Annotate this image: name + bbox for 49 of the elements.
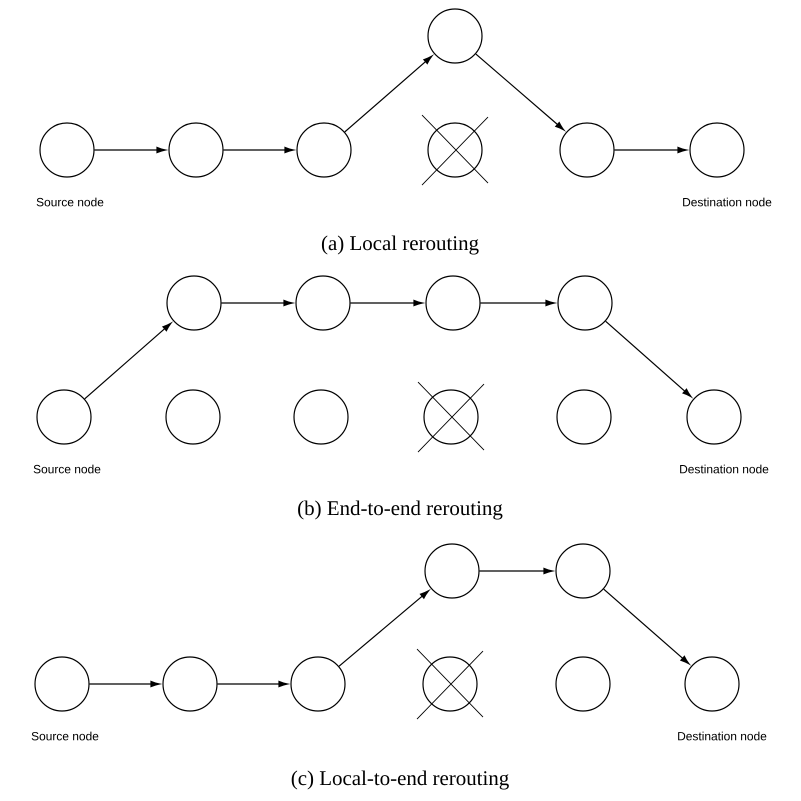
node-caption: Source node	[32, 732, 98, 740]
node-circle	[166, 275, 222, 331]
arrow	[218, 680, 288, 688]
arrow	[338, 590, 430, 667]
node-circle	[559, 122, 615, 178]
node-circle	[296, 122, 352, 178]
node-circle	[557, 275, 613, 331]
arrow	[476, 54, 564, 130]
arrow	[480, 300, 555, 306]
figure-caption: (c) Local-to-end rerouting	[292, 770, 509, 790]
crossed-node-circle	[416, 648, 484, 720]
node-circle	[39, 122, 95, 178]
figure-caption: (a) Local rerouting	[322, 235, 479, 255]
arrow	[224, 146, 294, 154]
arrow	[350, 300, 423, 306]
node-circle	[684, 656, 740, 712]
crossed-node-circle	[418, 382, 484, 452]
node-circle	[686, 389, 742, 445]
arrow	[605, 320, 692, 398]
arrow	[94, 146, 166, 154]
node-circle	[293, 389, 349, 445]
node-circle	[290, 656, 346, 712]
arrow	[603, 588, 690, 664]
node-caption: Source node	[34, 464, 100, 474]
node-caption: Destination node	[678, 732, 766, 740]
node-circle	[555, 543, 611, 599]
node-circle	[295, 275, 351, 331]
node-circle	[556, 389, 612, 445]
node-circle	[555, 656, 611, 712]
node-caption: Destination node	[683, 198, 772, 206]
arrow	[84, 322, 172, 400]
figure-caption: (b) End-to-end rerouting	[298, 500, 502, 520]
node-circle	[424, 543, 480, 599]
node-circle	[162, 656, 218, 712]
node-circle	[689, 122, 745, 178]
node-circle	[34, 656, 90, 712]
node-circle	[425, 275, 481, 331]
arrow	[614, 146, 687, 154]
node-circle	[165, 389, 221, 445]
arrow	[480, 568, 553, 574]
node-circle	[36, 389, 92, 445]
node-circle	[168, 122, 224, 178]
arrow	[222, 300, 293, 306]
arrow	[344, 56, 432, 132]
node-caption: Source node	[36, 198, 104, 206]
node-circle	[427, 8, 483, 64]
crossed-node-circle	[422, 114, 488, 186]
node-caption: Destination node	[680, 464, 768, 474]
arrow	[90, 680, 160, 688]
